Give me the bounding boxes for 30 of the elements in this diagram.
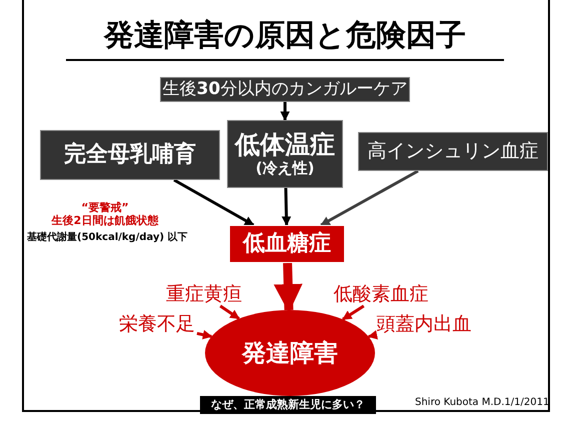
arrow — [320, 170, 419, 226]
box-sublabel: (冷え性) — [256, 159, 314, 178]
arrow — [196, 330, 212, 340]
condition-box — [229, 225, 345, 263]
risk-factor-text: 頭蓋内出血 — [373, 314, 475, 336]
arrow — [282, 188, 292, 226]
box-label: 生後30分以内のカンガルーケア — [162, 79, 408, 100]
author-credit: Shiro Kubota M.D.1/1/2011 — [415, 397, 547, 409]
box-label: 高インシュリン血症 — [368, 140, 538, 163]
warning-note: “要警戒” — [80, 200, 130, 214]
arrow — [274, 262, 302, 313]
cause-box — [40, 130, 220, 180]
arrow — [280, 102, 290, 121]
box-label: 完全母乳哺育 — [64, 142, 196, 168]
arrow — [342, 304, 365, 321]
box-label: 低体温症 — [235, 130, 335, 159]
box-label: 発達障害 — [242, 339, 338, 367]
arrow — [219, 304, 240, 320]
risk-factor-text: 低酸素血症 — [330, 284, 432, 306]
warning-note: 生後2日間は飢餓状態 — [50, 213, 160, 228]
arrow — [368, 330, 378, 340]
cause-box — [227, 120, 343, 188]
arrow — [173, 178, 254, 226]
warning-note: 基礎代謝量(50kcal/kg/day) 以下 — [27, 230, 188, 244]
risk-factor-text: 重症黄疸 — [163, 284, 245, 306]
question-banner: なぜ、正常成熟新生児に多い？ — [200, 396, 376, 414]
risk-factor-text: 栄養不足 — [117, 314, 197, 336]
cause-box — [358, 132, 548, 171]
box-label: 低血糖症 — [243, 231, 331, 257]
title: 発達障害の原因と危険因子 — [102, 18, 467, 54]
